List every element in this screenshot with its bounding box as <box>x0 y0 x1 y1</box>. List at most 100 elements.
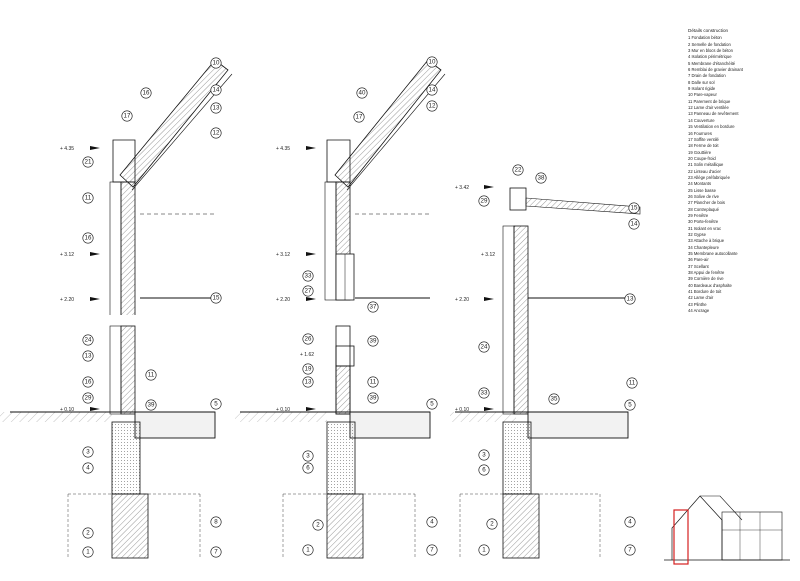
legend-item: 37 Scellant <box>688 263 709 269</box>
legend-item: 7 Drain de fondation <box>688 73 726 79</box>
callout-circle <box>624 516 636 528</box>
roof-assembly <box>119 59 229 188</box>
legend-item: 3 Mur en blocs de béton <box>688 48 733 54</box>
callout-number: 7 <box>430 547 434 554</box>
callout-circle <box>478 464 490 476</box>
legend-item: 41 Bordure de toit <box>688 289 722 295</box>
callout-number: 2 <box>490 521 494 528</box>
legend-item: 2 Semelle de fondation <box>688 41 731 47</box>
section-2 <box>235 59 446 559</box>
legend-item: 33 Attache à brique <box>688 238 725 244</box>
callout-circle <box>82 446 94 458</box>
legend-item: 19 Gouttière <box>688 149 712 155</box>
legend-item: 42 Lame d'air <box>688 295 714 301</box>
callout-number: 10 <box>429 59 436 66</box>
floor-slab <box>349 411 431 439</box>
callout-circle <box>302 363 314 375</box>
legend-item: 35 Membrane autocollante <box>688 251 738 257</box>
callout-circle <box>367 392 379 404</box>
level-floor-2: + 2.20 <box>276 297 290 303</box>
legend-item: 27 Plancher de bois <box>688 200 726 206</box>
callout-number: 37 <box>370 304 377 311</box>
callout-number: 16 <box>85 379 92 386</box>
callout-number: 5 <box>628 402 632 409</box>
legend-item: 17 Soffite ventilé <box>688 136 719 142</box>
callout-number: 39 <box>370 395 377 402</box>
legend-item: 29 Fenêtre <box>688 212 709 218</box>
callout-circle <box>548 393 560 405</box>
callout-number: 35 <box>551 396 558 403</box>
level-window-2: + 1.62 <box>300 352 314 358</box>
callout-circle <box>624 544 636 556</box>
callout-circle <box>478 195 490 207</box>
callout-number: 14 <box>631 221 638 228</box>
callout-circle <box>624 293 636 305</box>
callout-number: 14 <box>213 87 220 94</box>
level-mid-2: + 3.12 <box>276 252 290 258</box>
level-roof-1: + 4.35 <box>60 146 74 152</box>
callout-circle <box>210 516 222 528</box>
callout-circle <box>82 156 94 168</box>
legend-item: 21 Solin métallique <box>688 162 724 168</box>
callout-number: 15 <box>213 295 220 302</box>
callout-number: 17 <box>356 114 363 121</box>
foundation-wall <box>326 421 356 495</box>
callout-circle <box>367 335 379 347</box>
callout-number: 5 <box>430 401 434 408</box>
callout-circle <box>367 301 379 313</box>
floor-slab <box>134 411 216 439</box>
section-1 <box>0 59 233 559</box>
legend-item: 28 Contreplaqué <box>688 206 719 212</box>
legend-item: 5 Membrane d'étanchéité <box>688 60 736 66</box>
legend-item: 16 Fourrures <box>688 130 712 136</box>
level-roof-3: + 3.42 <box>455 185 469 191</box>
legend-item: 32 Gypse <box>688 232 706 237</box>
key-plan <box>664 495 790 565</box>
callout-number: 7 <box>628 547 632 554</box>
callout-circle <box>478 544 490 556</box>
callout-circle <box>82 546 94 558</box>
callout-number: 21 <box>85 159 92 166</box>
level-ground-2: + 0.10 <box>276 407 290 413</box>
roof-assembly <box>334 59 442 188</box>
level-ground-3: + 0.10 <box>455 407 469 413</box>
legend-item: 31 Isolant en vrac <box>688 225 722 231</box>
callout-number: 13 <box>305 379 312 386</box>
legend-item: 43 Plinthe <box>688 301 707 307</box>
callout-circle <box>426 56 438 68</box>
callout-circle <box>478 387 490 399</box>
legend-item: 9 Isolant rigide <box>688 86 716 92</box>
callout-circle <box>210 57 222 69</box>
legend-item: 40 Bardeaux d'asphalte <box>688 282 732 288</box>
callout-number: 24 <box>481 344 488 351</box>
callout-circle <box>121 110 133 122</box>
callout-number: 14 <box>429 87 436 94</box>
callout-circle <box>626 377 638 389</box>
legend-item: 15 Ventilation en bordure <box>688 124 735 130</box>
callout-circle <box>512 164 524 176</box>
callout-circle <box>302 285 314 297</box>
callout-number: 17 <box>124 113 131 120</box>
callout-number: 22 <box>515 167 522 174</box>
level-mid-1: + 3.12 <box>60 252 74 258</box>
callout-circle <box>82 376 94 388</box>
callout-circle <box>210 102 222 114</box>
callout-number: 3 <box>482 452 486 459</box>
callout-number: 2 <box>316 522 320 529</box>
callout-number: 38 <box>538 175 545 182</box>
legend-item: 36 Pare-air <box>688 257 709 263</box>
legend-item: 13 Panneau de revêtement <box>688 111 739 117</box>
callout-circle <box>312 519 324 531</box>
callout-number: 15 <box>631 205 638 212</box>
brick-veneer <box>513 225 529 415</box>
legend-title: Détails construction <box>688 28 729 33</box>
callout-circle <box>302 333 314 345</box>
legend-item: 4 Isolation périmétrique <box>688 54 732 60</box>
flat-roof-assembly <box>525 197 641 215</box>
callout-circle <box>82 462 94 474</box>
legend-item: 24 Montants <box>688 181 712 187</box>
callout-number: 29 <box>481 198 488 205</box>
callout-number: 11 <box>629 380 636 387</box>
callout-circle <box>535 172 547 184</box>
